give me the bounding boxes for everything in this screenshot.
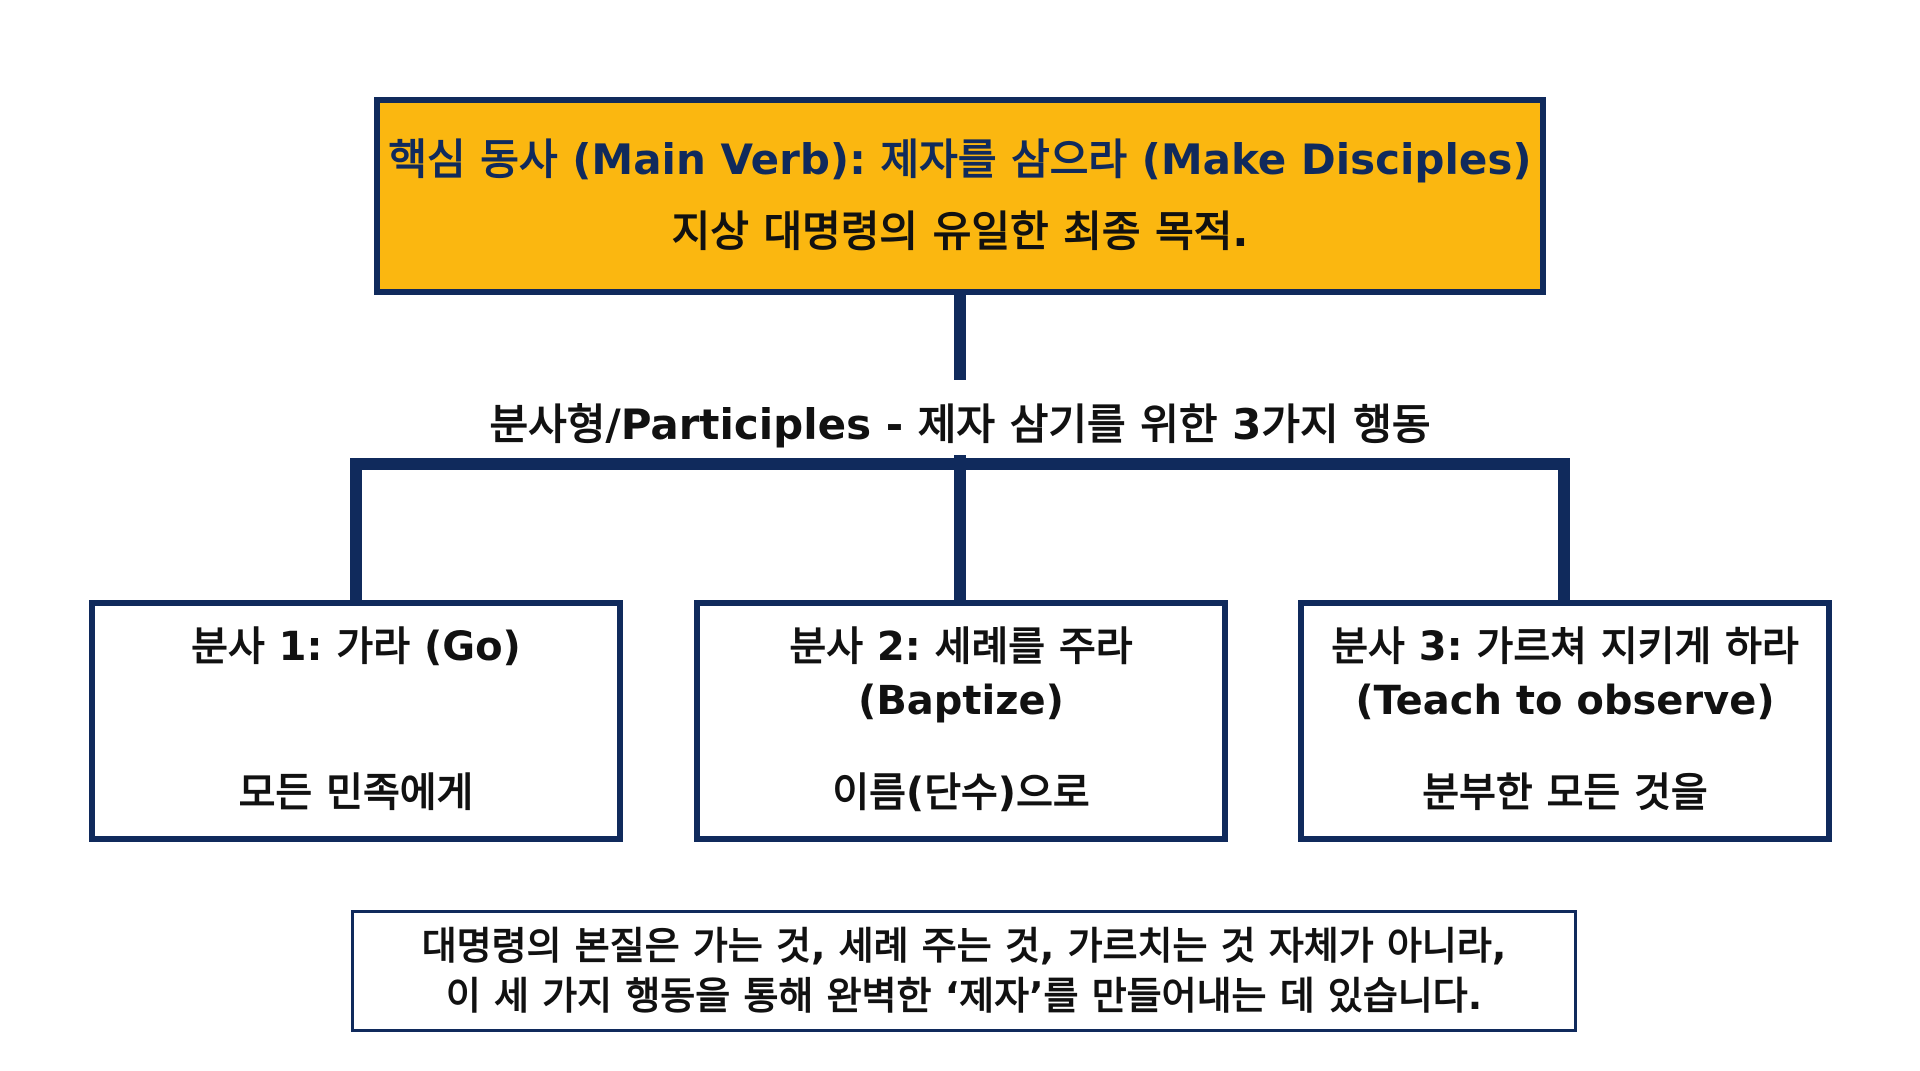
participle-box-3: 분사 3: 가르쳐 지키게 하라 (Teach to observe) 분부한 …: [1298, 600, 1832, 842]
participle-1-title-line1: 분사 1: 가라 (Go): [191, 624, 521, 670]
summary-box: 대명령의 본질은 가는 것, 세례 주는 것, 가르치는 것 자체가 아니라, …: [351, 910, 1577, 1032]
participle-2-description: 이름(단수)으로: [832, 770, 1090, 816]
main-verb-title: 핵심 동사 (Main Verb): 제자를 삼으라 (Make Discipl…: [388, 134, 1532, 184]
participle-box-2: 분사 2: 세례를 주라 (Baptize) 이름(단수)으로: [694, 600, 1228, 842]
main-verb-box: 핵심 동사 (Main Verb): 제자를 삼으라 (Make Discipl…: [374, 97, 1546, 295]
participle-3-title: 분사 3: 가르쳐 지키게 하라 (Teach to observe): [1304, 620, 1826, 728]
participle-1-title: 분사 1: 가라 (Go): [95, 620, 617, 674]
participles-label: 분사형/Participles - 제자 삼기를 위한 3가지 행동: [489, 400, 1431, 449]
participle-2-title-line2: (Baptize): [858, 678, 1064, 724]
participle-3-title-line2: (Teach to observe): [1355, 678, 1775, 724]
participle-3-description: 분부한 모든 것을: [1422, 770, 1708, 816]
summary-line-2: 이 세 가지 행동을 통해 완벽한 ‘제자’를 만들어내는 데 있습니다.: [445, 974, 1483, 1018]
main-verb-subtitle: 지상 대명령의 유일한 최종 목적.: [671, 207, 1249, 256]
participle-2-title: 분사 2: 세례를 주라 (Baptize): [700, 620, 1222, 728]
participle-1-description: 모든 민족에게: [238, 770, 474, 816]
participle-2-title-line1: 분사 2: 세례를 주라: [789, 624, 1133, 670]
summary-line-1: 대명령의 본질은 가는 것, 세례 주는 것, 가르치는 것 자체가 아니라,: [421, 924, 1507, 968]
participle-box-1: 분사 1: 가라 (Go) 모든 민족에게: [89, 600, 623, 842]
participle-3-title-line1: 분사 3: 가르쳐 지키게 하라: [1331, 624, 1799, 670]
